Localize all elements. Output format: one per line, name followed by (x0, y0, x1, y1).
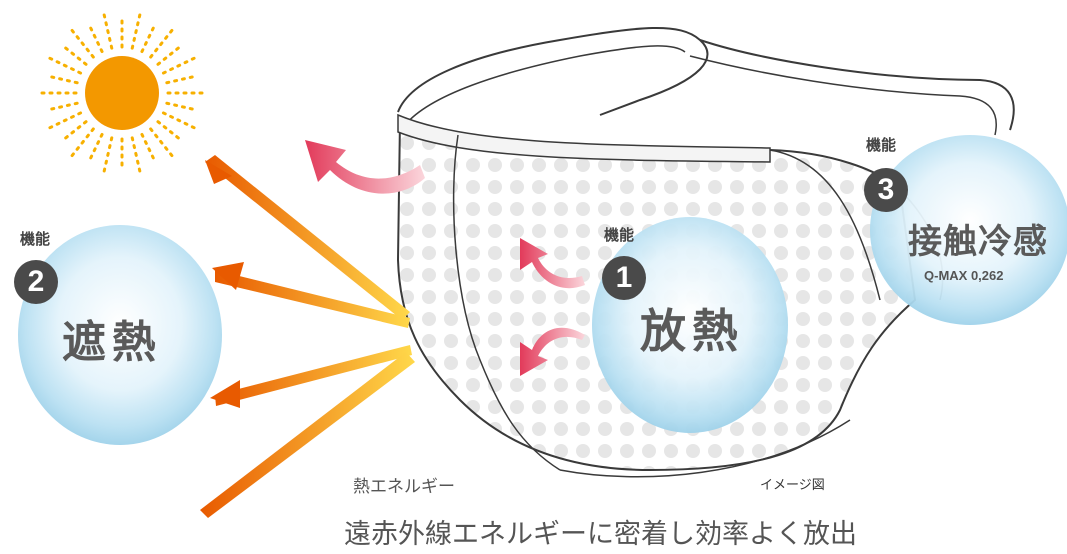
sun-ray (161, 111, 198, 131)
sun-ray (62, 45, 88, 66)
mask-ear-loop (397, 26, 709, 116)
sun-ray (62, 120, 88, 141)
sun-ray (69, 27, 95, 59)
function-3-subtitle: Q-MAX 0,262 (924, 268, 1004, 283)
image-note: イメージ図 (760, 478, 825, 493)
function-3-kino: 機能 (866, 136, 897, 154)
function-1-badge: 1 (602, 256, 646, 300)
sun-ray (102, 136, 114, 175)
sun-ray (140, 132, 156, 162)
sun-ray (165, 101, 196, 111)
sun-ray (156, 45, 182, 66)
bottom-caption: 遠赤外線エネルギーに密着し効率よく放出 (344, 519, 857, 550)
sun-ray (88, 24, 104, 54)
heat-rays (200, 155, 415, 518)
function-3-badge: 3 (864, 168, 908, 212)
function-1-title: 放熱 (640, 304, 744, 358)
sun-ray (156, 120, 182, 141)
release-arrows (305, 140, 585, 376)
bubble-contact-cool (870, 135, 1067, 325)
sun-ray (130, 136, 142, 175)
sun-ray (149, 27, 175, 59)
sun-ray (88, 132, 104, 162)
sun-icon (38, 11, 206, 175)
sun-ray (165, 75, 196, 85)
sun-ray (48, 75, 79, 85)
sun-ray (161, 55, 198, 75)
sun-ray (69, 127, 95, 159)
sun-ray (46, 55, 83, 75)
heat-energy-label: 熱エネルギー (353, 477, 455, 497)
bubble-heat-shield (18, 225, 222, 445)
sun-ray (130, 11, 142, 50)
function-2-title: 遮熱 (62, 317, 162, 368)
function-2-kino: 機能 (20, 230, 51, 248)
sun-ray (46, 111, 83, 131)
sun-ray (48, 101, 79, 111)
function-3-title: 接触冷感 (908, 222, 1048, 262)
sun-ray (102, 11, 114, 50)
function-1-kino: 機能 (604, 226, 635, 244)
sun-ray (140, 24, 156, 54)
sun-ray (149, 127, 175, 159)
function-2-badge: 2 (14, 260, 58, 304)
